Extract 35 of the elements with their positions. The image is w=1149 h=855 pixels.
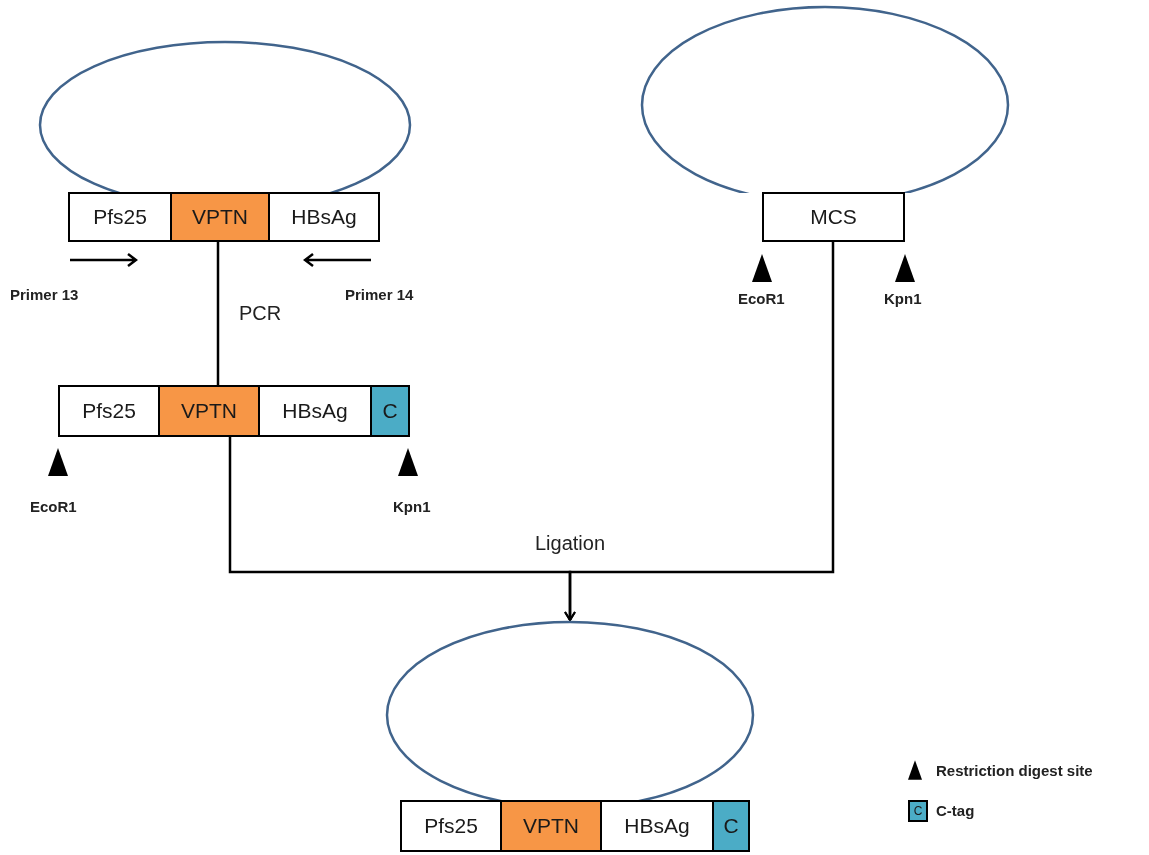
site-label: Kpn1 [884,290,922,307]
site-label: EcoR1 [30,498,77,515]
plasmid-loop [640,5,1010,193]
connector-line [216,242,220,385]
site-label: EcoR1 [738,290,785,307]
segment-label: HBsAg [624,814,690,838]
segment-label: VPTN [181,399,237,423]
connector-line [564,242,835,621]
segment-label: Pfs25 [93,205,147,229]
segment-label: MCS [810,205,857,229]
site-label: Primer 13 [10,286,79,303]
segment-label: Pfs25 [424,814,478,838]
gene-segment [500,802,600,850]
segment-label: VPTN [192,205,248,229]
segment-label: C [382,399,398,423]
gene-segment [170,194,268,240]
gene-segment [712,802,748,850]
segment-label: Pfs25 [82,399,136,423]
legend-text: Restriction digest site [936,762,1093,779]
legend-text: C-tag [936,802,975,819]
site-label: Primer 14 [345,286,414,303]
gene-cassette [400,800,750,852]
segment-label: HBsAg [291,205,357,229]
swatch-label: C [913,804,923,818]
gene-cassette [58,385,410,437]
site-box [762,192,905,242]
gene-cassette [68,192,380,242]
site-label: Kpn1 [393,498,431,515]
segment-label: C [723,814,739,838]
gene-segment [370,387,408,435]
segment-label: VPTN [523,814,579,838]
plasmid-loop [385,620,755,801]
gene-segment [158,387,258,435]
plasmid-loop [38,40,412,193]
segment-label: HBsAg [282,399,348,423]
